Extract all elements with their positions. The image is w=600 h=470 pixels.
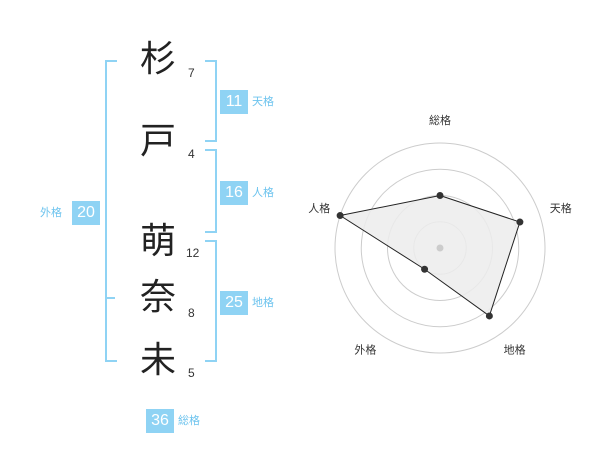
stroke-count-3: 12 xyxy=(186,246,200,260)
radar-point-1 xyxy=(436,192,444,199)
radar-center-dot xyxy=(436,244,444,252)
radar-axis-label-2: 天格 xyxy=(550,201,572,215)
radar-point-2 xyxy=(516,218,524,226)
radar-point-3 xyxy=(485,312,493,320)
stroke-count-1: 7 xyxy=(188,66,195,80)
chikaku-badge: 25 xyxy=(220,291,248,315)
stroke-count-5: 5 xyxy=(188,366,195,380)
radar-point-5 xyxy=(336,212,344,220)
radar-axis-label-5: 人格 xyxy=(308,201,330,215)
radar-axis-label-4: 外格 xyxy=(354,343,376,357)
name-char-5: 未 xyxy=(139,340,176,381)
name-char-4: 奈 xyxy=(139,277,176,318)
radar-axis-label-1: 総格 xyxy=(429,113,451,127)
radar-area xyxy=(338,194,521,317)
tenkaku-bracket xyxy=(205,60,217,142)
gaikaku-badge: 20 xyxy=(72,201,100,225)
chikaku-bracket xyxy=(205,240,217,362)
soukaku-label: 総格 xyxy=(178,414,200,427)
name-char-2: 戸 xyxy=(139,121,176,162)
radar-ring-3 xyxy=(360,168,520,328)
radar-axis-label-3: 地格 xyxy=(504,343,526,357)
gaikaku-label: 外格 xyxy=(40,206,62,219)
tenkaku-badge: 11 xyxy=(220,90,248,114)
stroke-count-2: 4 xyxy=(188,147,195,161)
soukaku-badge: 36 xyxy=(146,409,174,433)
jinkaku-badge: 16 xyxy=(220,181,248,205)
name-char-1: 杉 xyxy=(139,39,176,80)
radar-ring-4 xyxy=(334,142,546,354)
stroke-count-4: 8 xyxy=(188,306,195,320)
jinkaku-bracket xyxy=(205,149,217,233)
tenkaku-label: 天格 xyxy=(252,95,274,108)
chikaku-label: 地格 xyxy=(252,296,274,309)
gaikaku-bracket xyxy=(105,60,117,362)
name-char-3: 萌 xyxy=(139,221,176,262)
gaikaku-bracket-tick xyxy=(105,297,115,299)
jinkaku-label: 人格 xyxy=(252,186,274,199)
radar-point-4 xyxy=(421,265,429,273)
